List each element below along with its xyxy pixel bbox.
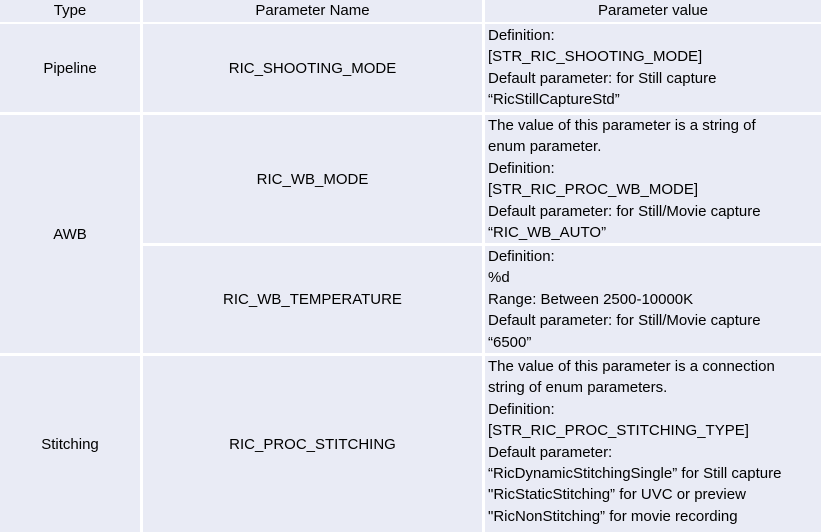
value-line: Range: Between 2500-10000K bbox=[488, 290, 694, 308]
param-name-shooting-mode: RIC_SHOOTING_MODE bbox=[143, 24, 482, 112]
value-line: Default parameter: for Still capture bbox=[488, 69, 717, 87]
value-line: The value of this parameter is a string … bbox=[488, 117, 756, 134]
value-line: Definition: bbox=[488, 400, 555, 418]
value-line: “6500” bbox=[488, 333, 532, 351]
value-line: “RicStillCaptureStd” bbox=[488, 91, 620, 109]
param-value-wb-mode: The value of this parameter is a string … bbox=[485, 115, 821, 243]
value-line: Default parameter: bbox=[488, 443, 613, 461]
value-line: Definition: bbox=[488, 27, 555, 44]
value-line: The value of this parameter is a connect… bbox=[488, 358, 775, 375]
param-value-shooting-mode: Definition: [STR_RIC_SHOOTING_MODE] Defa… bbox=[485, 24, 821, 112]
param-value-proc-stitching: The value of this parameter is a connect… bbox=[485, 356, 821, 532]
header-parameter-value: Parameter value bbox=[485, 0, 821, 22]
header-type: Type bbox=[0, 0, 140, 22]
value-line: Definition: bbox=[488, 159, 555, 177]
type-cell-pipeline: Pipeline bbox=[0, 24, 140, 112]
value-line: "RicNonStitching” for movie recording bbox=[488, 507, 738, 525]
value-line: “RicDynamicStitchingSingle” for Still ca… bbox=[488, 465, 782, 483]
value-line: Default parameter: for Still/Movie captu… bbox=[488, 202, 761, 220]
type-cell-awb: AWB bbox=[0, 115, 140, 353]
value-line: Default parameter: for Still/Movie captu… bbox=[488, 312, 761, 330]
param-name-proc-stitching: RIC_PROC_STITCHING bbox=[143, 356, 482, 532]
value-line: [STR_RIC_SHOOTING_MODE] bbox=[488, 48, 703, 66]
value-line: "RicStaticStitching” for UVC or preview bbox=[488, 486, 746, 504]
value-line: Definition: bbox=[488, 248, 555, 265]
header-parameter-name: Parameter Name bbox=[143, 0, 482, 22]
param-value-wb-temperature: Definition: %d Range: Between 2500-10000… bbox=[485, 246, 821, 353]
value-line: [STR_RIC_PROC_WB_MODE] bbox=[488, 181, 699, 199]
value-line: enum parameter. bbox=[488, 138, 602, 156]
value-line: “RIC_WB_AUTO” bbox=[488, 224, 607, 242]
param-name-wb-temperature: RIC_WB_TEMPERATURE bbox=[143, 246, 482, 353]
type-cell-stitching: Stitching bbox=[0, 356, 140, 532]
value-line: string of enum parameters. bbox=[488, 379, 668, 397]
value-line: [STR_RIC_PROC_STITCHING_TYPE] bbox=[488, 422, 749, 440]
value-line: %d bbox=[488, 269, 510, 287]
param-name-wb-mode: RIC_WB_MODE bbox=[143, 115, 482, 243]
